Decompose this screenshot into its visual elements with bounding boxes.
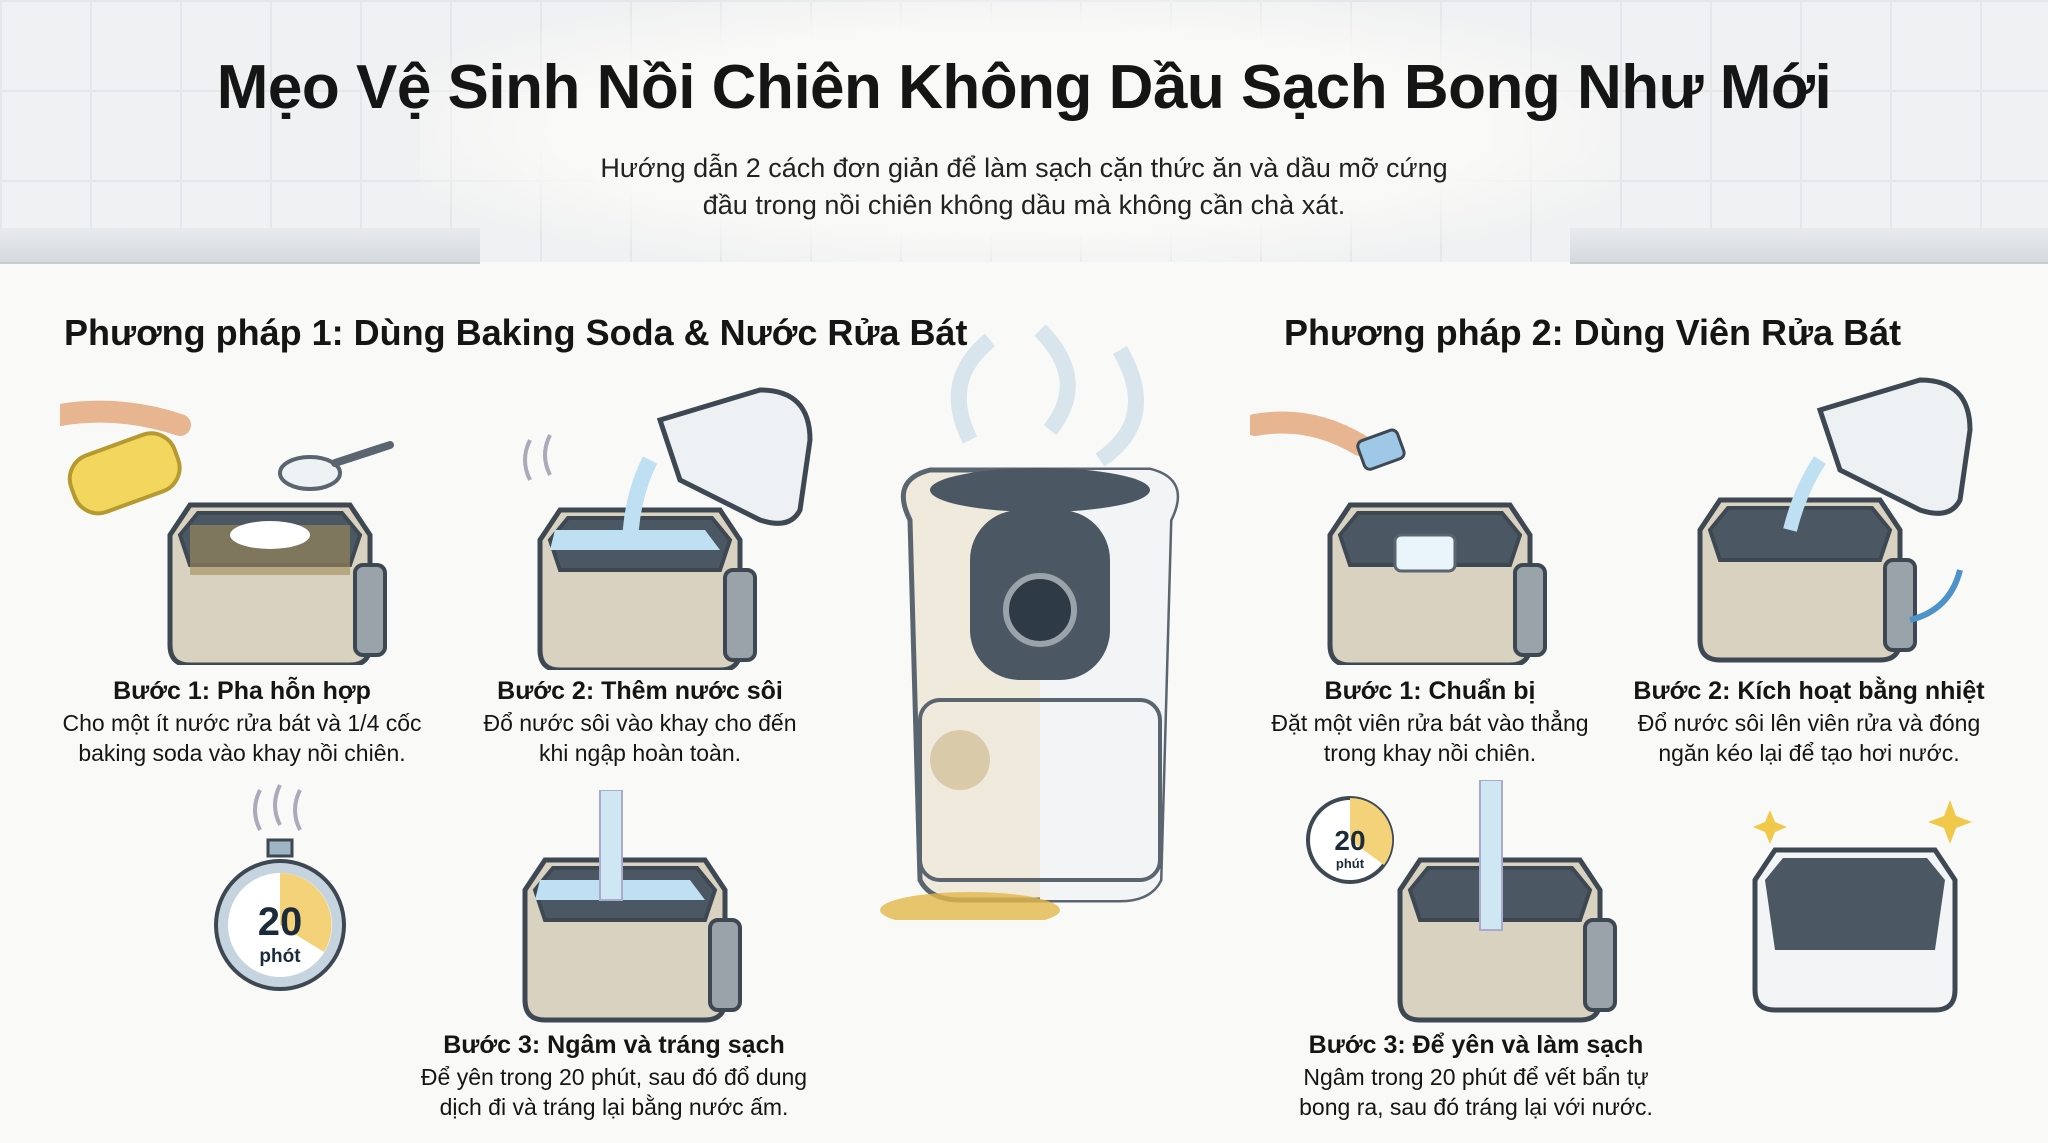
step-text: ngăn kéo lại để tạo hơi nước. — [1658, 740, 1960, 766]
soak-basket-illustration — [500, 790, 760, 1030]
method1-step3: Bước 3: Ngâm và tráng sạch Để yên trong … — [394, 1030, 834, 1122]
step-text: trong khay nồi chiên. — [1323, 740, 1537, 766]
page-title: Mẹo Vệ Sinh Nồi Chiên Không Dầu Sạch Bon… — [216, 53, 1832, 122]
shelf-ledge — [1570, 228, 2048, 264]
place-dishwasher-tablet-illustration — [1250, 411, 1570, 665]
step-text: khi ngập hoàn toàn. — [538, 740, 742, 766]
step-text: bong ra, sau đó tráng lại với nước. — [1299, 1094, 1653, 1120]
pour-boiling-water-illustration — [523, 387, 813, 670]
method1-step2: Bước 2: Thêm nước sôi Đổ nước sôi vào kh… — [420, 676, 860, 768]
step-text: dịch đi và tráng lại bằng nước ấm. — [439, 1094, 789, 1120]
air-fryer-illustration — [880, 324, 1180, 920]
subtitle-line: đầu trong nồi chiên không dầu mà không c… — [702, 190, 1346, 220]
step-title: Bước 1: Pha hỗn hợp — [113, 677, 371, 705]
method1-heading: Phương pháp 1: Dùng Baking Soda & Nước R… — [64, 312, 968, 353]
step-title: Bước 2: Kích hoạt bằng nhiệt — [1633, 677, 1985, 705]
step-text: Đổ nước sôi vào khay cho đến — [483, 710, 797, 736]
shelf-ledge — [0, 228, 480, 264]
step-text: Cho một ít nước rửa bát và 1/4 cốc — [62, 710, 422, 736]
step-title: Bước 3: Ngâm và tráng sạch — [443, 1031, 785, 1059]
timer-number: 20 — [1334, 825, 1365, 856]
step-title: Bước 3: Để yên và làm sạch — [1308, 1031, 1644, 1059]
method2-step1: Bước 1: Chuẩn bị Đặt một viên rửa bát và… — [1210, 676, 1650, 768]
clean-basket-illustration — [1752, 800, 1972, 1013]
step-text: Ngâm trong 20 phút để vết bẩn tự — [1303, 1064, 1649, 1090]
step-text: Để yên trong 20 phút, sau đó đổ dung — [420, 1064, 808, 1090]
step-title: Bước 2: Thêm nước sôi — [497, 677, 783, 705]
step-text: Đặt một viên rửa bát vào thẳng — [1271, 710, 1589, 736]
subtitle: Hướng dẫn 2 cách đơn giản để làm sạch cặ… — [0, 150, 2048, 224]
step-text: Đổ nước sôi lên viên rửa và đóng — [1637, 710, 1981, 736]
timer-number: 20 — [258, 900, 303, 944]
method2-heading: Phương pháp 2: Dùng Viên Rửa Bát — [1284, 312, 1902, 353]
step-text: baking soda vào khay nồi chiên. — [78, 740, 406, 766]
timer-unit: phút — [1336, 856, 1365, 871]
pour-dish-soap-illustration — [60, 400, 394, 665]
method2-step2: Bước 2: Kích hoạt bằng nhiệt Đổ nước sôi… — [1589, 676, 2029, 768]
subtitle-line: Hướng dẫn 2 cách đơn giản để làm sạch cặ… — [600, 153, 1448, 183]
activate-with-heat-illustration — [1670, 377, 1973, 670]
step-title: Bước 1: Chuẩn bị — [1324, 677, 1536, 705]
rinse-basket-illustration: 20 phút — [1306, 780, 1640, 1040]
method2-step3: Bước 3: Để yên và làm sạch Ngâm trong 20… — [1256, 1030, 1696, 1122]
method1-step1: Bước 1: Pha hỗn hợp Cho một ít nước rửa … — [22, 676, 462, 768]
background-fade — [420, 0, 1620, 262]
timer-unit: phót — [259, 946, 301, 967]
stopwatch-icon: 20 phót — [214, 784, 346, 991]
